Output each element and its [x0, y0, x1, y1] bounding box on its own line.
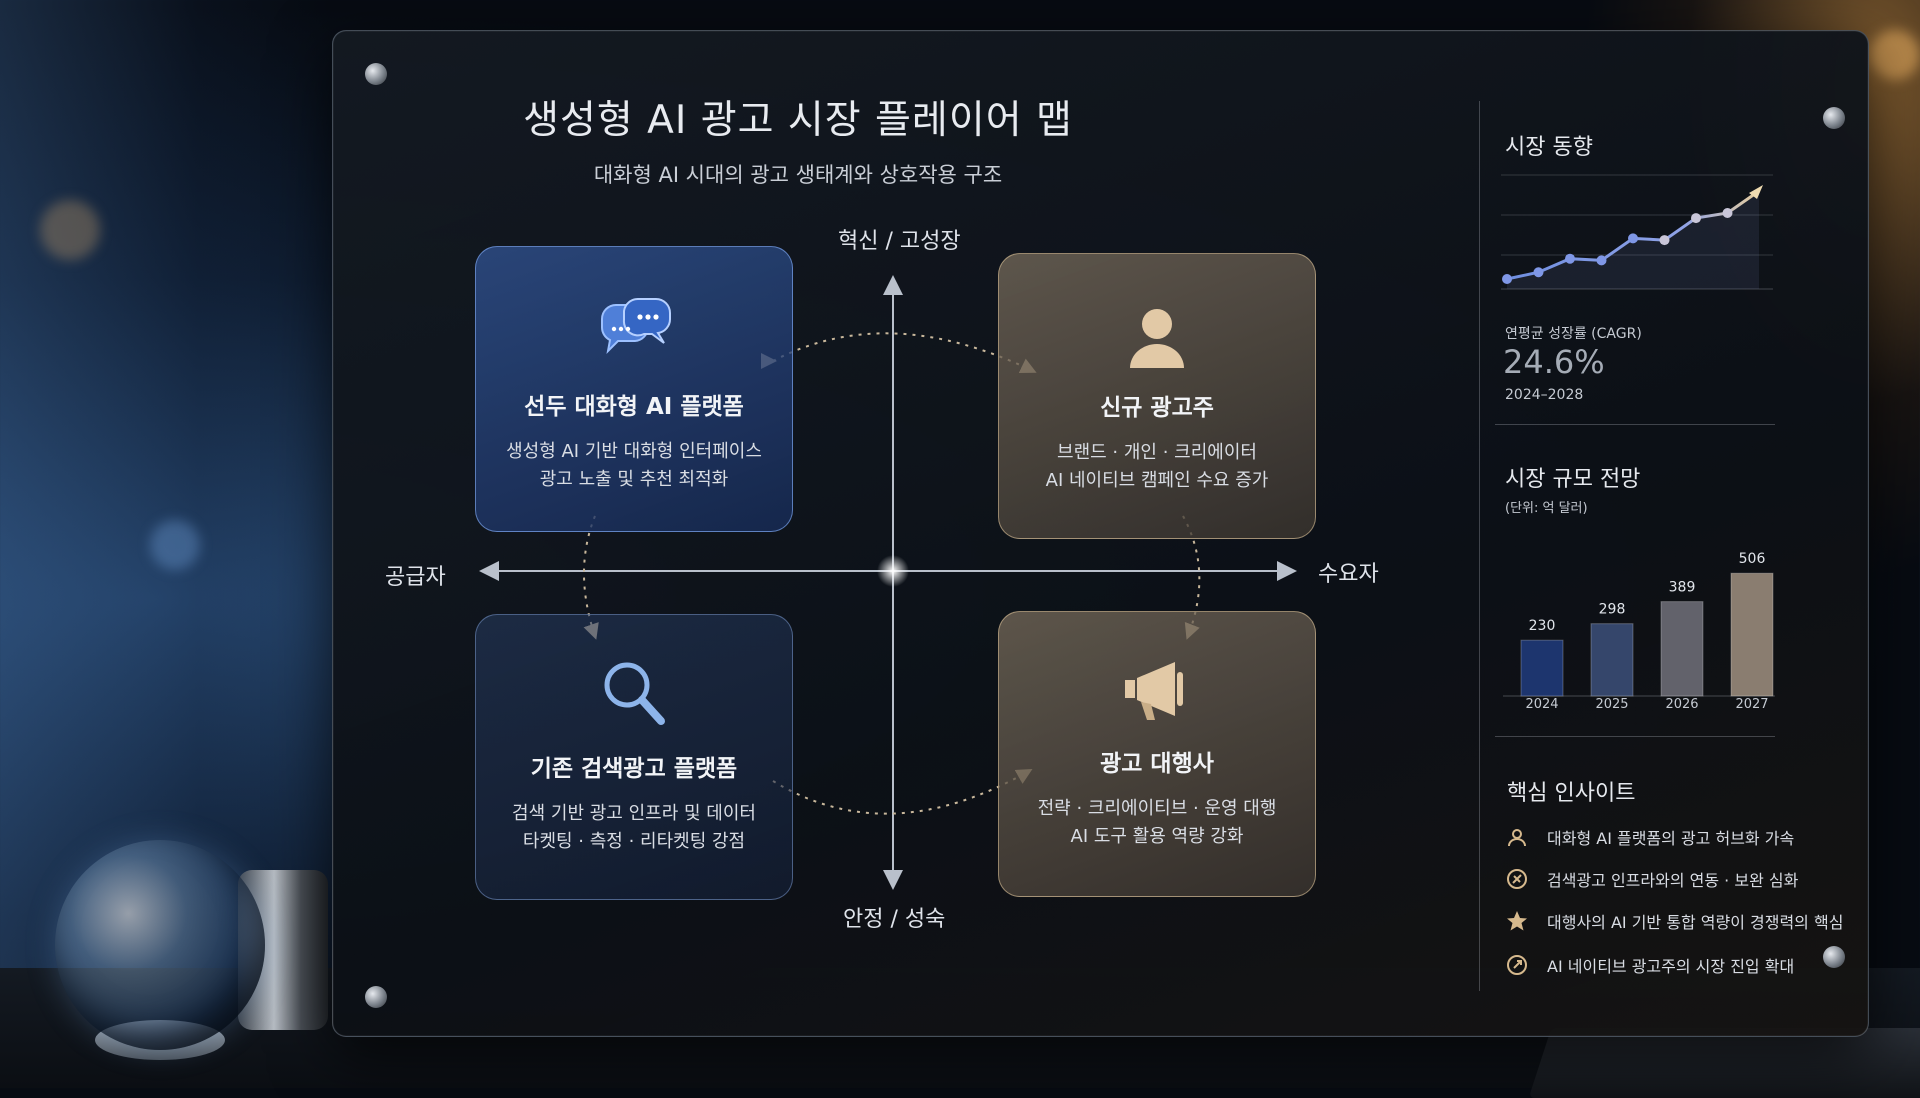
card-description: 전략 · 크리에이티브 · 운영 대행: [1037, 798, 1277, 819]
axis-label-bottom: 안정 / 성숙: [843, 907, 946, 932]
trend-point: [1722, 208, 1733, 218]
bokeh-light: [40, 200, 100, 260]
card-description: 타켓팅 · 측정 · 리타켓팅 강점: [522, 831, 746, 852]
page-subtitle: 대화형 AI 시대의 광고 생태계와 상호작용 구조: [593, 163, 1003, 187]
star-icon: [1507, 911, 1527, 931]
bar-2027: [1730, 572, 1774, 697]
trend-point: [1565, 253, 1575, 264]
axis-label-top: 혁신 / 고성장: [838, 229, 961, 254]
card-search-ad-platform[interactable]: 기존 검색광고 플랫폼 검색 기반 광고 인프라 및 데이터 타켓팅 · 측정 …: [475, 614, 793, 900]
card-ad-agency[interactable]: 광고 대행사 전략 · 크리에이티브 · 운영 대행 AI 도구 활용 역량 강…: [998, 611, 1316, 897]
card-description: 브랜드 · 개인 · 크리에이터: [1057, 442, 1257, 463]
insight-item: 대화형 AI 플랫폼의 광고 허브화 가속: [1547, 829, 1795, 848]
bar-category-label: 2025: [1595, 697, 1628, 711]
cagr-value: 24.6%: [1503, 343, 1605, 381]
card-title: 기존 검색광고 플랫폼: [530, 756, 738, 782]
hub-icon: [1508, 829, 1526, 847]
page-title: 생성형 AI 광고 시장 플레이어 맵: [523, 98, 1073, 143]
card-description: AI 네이티브 캠페인 수요 증가: [1045, 470, 1269, 491]
insight-item: 검색광고 인프라와의 연동 · 보완 심화: [1547, 871, 1799, 890]
bar-category-label: 2026: [1665, 697, 1698, 711]
section-divider: [1495, 424, 1775, 425]
cagr-label: 연평균 성장률 (CAGR): [1505, 326, 1642, 342]
screw-icon: [365, 63, 387, 85]
glass-board: 생성형 AI 광고 시장 플레이어 맵 대화형 AI 시대의 광고 생태계와 상…: [332, 30, 1869, 1037]
axis-label-right: 수요자: [1318, 562, 1379, 587]
screw-icon: [1823, 946, 1845, 968]
section-divider: [1495, 736, 1775, 737]
person-icon: [1130, 309, 1184, 368]
trend-line-chart: [1501, 174, 1773, 290]
trend-title: 시장 동향: [1505, 135, 1593, 160]
screw-icon: [365, 986, 387, 1008]
trend-arrow-head: [1749, 185, 1763, 199]
magnifier-icon: [604, 662, 665, 725]
axis-label-left: 공급자: [385, 565, 446, 590]
bar-category-label: 2027: [1735, 697, 1768, 711]
link-icon: [1507, 869, 1527, 889]
card-title: 광고 대행사: [1100, 751, 1214, 777]
card-leading-ai-platform[interactable]: 선두 대화형 AI 플랫폼 생성형 AI 기반 대화형 인터페이스 광고 노출 …: [475, 246, 793, 532]
bar-2026: [1660, 601, 1704, 697]
crystal-ball: [55, 840, 265, 1050]
trend-point: [1533, 267, 1544, 278]
market-size-title: 시장 규모 전망: [1505, 467, 1641, 492]
card-title: 신규 광고주: [1100, 395, 1214, 421]
card-new-advertiser[interactable]: 신규 광고주 브랜드 · 개인 · 크리에이터 AI 네이티브 캠페인 수요 증…: [998, 253, 1316, 539]
card-description: 생성형 AI 기반 대화형 인터페이스: [506, 441, 762, 462]
bokeh-light: [150, 520, 200, 570]
bar-2024: [1520, 639, 1564, 697]
card-description: 광고 노출 및 추천 최적화: [539, 469, 729, 490]
insights-title: 핵심 인사이트: [1507, 781, 1636, 806]
bar-category-label: 2024: [1525, 697, 1558, 711]
trend-point: [1659, 235, 1670, 246]
card-title: 선두 대화형 AI 플랫폼: [524, 394, 744, 420]
market-size-unit: (단위: 억 달러): [1505, 501, 1588, 516]
screw-icon: [1823, 107, 1845, 129]
bar-value-label: 506: [1739, 551, 1766, 567]
bar-value-label: 230: [1529, 618, 1556, 634]
chat-bubbles-icon: [600, 297, 672, 354]
market-size-bar-chart: 23020242982025389202650620276582028: [1503, 551, 1775, 711]
insight-item: 대행사의 AI 기반 통합 역량이 경쟁력의 핵심: [1547, 913, 1844, 932]
trend-point: [1502, 274, 1512, 284]
bar-2025: [1590, 623, 1634, 697]
card-description: 검색 기반 광고 인프라 및 데이터: [512, 803, 756, 824]
megaphone-icon: [1125, 662, 1183, 720]
trend-point: [1596, 255, 1607, 266]
trend-point: [1628, 233, 1638, 244]
panel-divider: [1479, 101, 1480, 991]
cagr-period: 2024–2028: [1505, 387, 1584, 403]
bar-value-label: 298: [1599, 602, 1626, 618]
bar-value-label: 389: [1669, 580, 1696, 596]
bokeh-light: [1870, 30, 1920, 80]
rocket-icon: [1507, 955, 1527, 975]
card-description: AI 도구 활용 역량 강화: [1070, 826, 1244, 847]
insight-item: AI 네이티브 광고주의 시장 진입 확대: [1547, 957, 1795, 976]
trend-point: [1691, 213, 1701, 224]
